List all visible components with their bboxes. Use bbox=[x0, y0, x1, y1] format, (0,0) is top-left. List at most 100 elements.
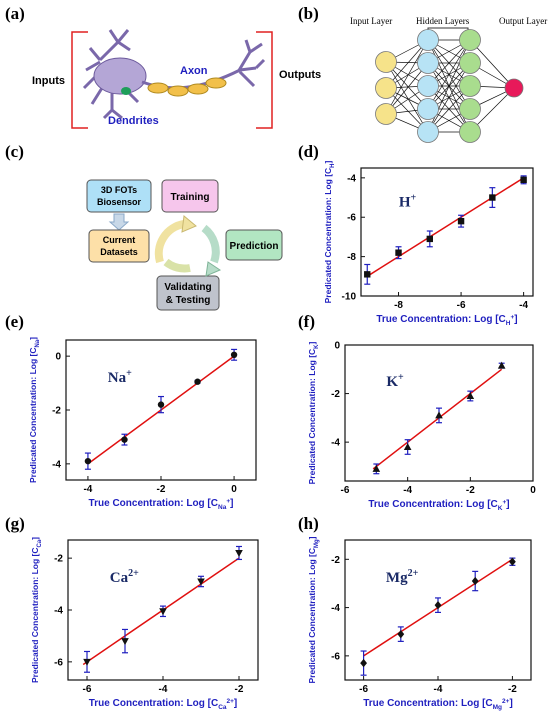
y-tick-label: 0 bbox=[55, 352, 61, 363]
y-axis-label: Predicated Concentration: Log [CMg] bbox=[307, 536, 320, 683]
dendrites-label: Dendrites bbox=[108, 115, 159, 127]
y-tick-label: -4 bbox=[52, 459, 61, 470]
ion-label: Mg2+ bbox=[386, 568, 419, 586]
data-point bbox=[364, 271, 371, 278]
data-point bbox=[159, 608, 167, 616]
prediction-text: Prediction bbox=[230, 241, 279, 252]
x-axis-label-sub: Na bbox=[218, 504, 227, 511]
x-axis-label-sup: + bbox=[226, 498, 230, 505]
x-axis-label-sup: + bbox=[503, 499, 507, 506]
y-axis-label-sub: H bbox=[330, 163, 336, 167]
x-tick-label: -8 bbox=[394, 300, 403, 311]
nn-connection bbox=[385, 61, 429, 133]
nn-connection bbox=[427, 62, 471, 133]
x-tick-label: -4 bbox=[403, 485, 412, 496]
panel-label-d: (d) bbox=[298, 142, 319, 161]
y-tick-label: -8 bbox=[347, 252, 356, 263]
nn-node bbox=[459, 75, 481, 97]
y-tick-label: -6 bbox=[331, 651, 340, 662]
biosensor-text-1: 3D FOTs bbox=[101, 185, 137, 195]
x-axis-label: True Concentration: Log [CCa2+] bbox=[89, 698, 238, 711]
output-layer-label: Output Layer bbox=[499, 16, 547, 26]
y-axis-label-sub: Ca bbox=[37, 539, 43, 547]
validating-box bbox=[156, 275, 220, 311]
nn-node bbox=[459, 98, 481, 120]
data-point bbox=[466, 392, 475, 399]
data-point bbox=[426, 235, 433, 243]
x-tick-label: -6 bbox=[457, 300, 466, 311]
y-tick-label: -2 bbox=[331, 389, 340, 400]
ion-label: K+ bbox=[386, 372, 404, 390]
panel-label-f: (f) bbox=[298, 312, 315, 331]
ion-charge: + bbox=[398, 372, 404, 383]
workflow-diagram: 3D FOTs Biosensor Current Datasets Train… bbox=[86, 179, 283, 311]
data-point bbox=[235, 549, 243, 557]
y-tick-label: -4 bbox=[54, 606, 63, 617]
soma bbox=[82, 29, 147, 120]
ion-charge: 2+ bbox=[128, 568, 139, 579]
biosensor-text-2: Biosensor bbox=[97, 197, 142, 207]
training-text: Training bbox=[171, 192, 210, 203]
data-point bbox=[489, 194, 496, 201]
y-tick-label: -2 bbox=[54, 554, 63, 565]
x-tick-label: -4 bbox=[159, 684, 168, 695]
y-tick-label: -2 bbox=[52, 406, 61, 417]
x-tick-label: -4 bbox=[434, 684, 443, 695]
data-point bbox=[434, 600, 442, 610]
nn-node bbox=[459, 121, 481, 143]
prediction-box bbox=[225, 229, 283, 261]
x-axis-label-sup: + bbox=[511, 314, 515, 321]
ion-charge: + bbox=[411, 192, 417, 203]
x-tick-label: -2 bbox=[508, 684, 517, 695]
x-tick-label: -4 bbox=[519, 300, 528, 311]
y-tick-label: -2 bbox=[331, 555, 340, 566]
axon bbox=[141, 39, 266, 97]
y-axis-label-end: ] bbox=[307, 536, 317, 539]
y-tick-label: 0 bbox=[334, 341, 340, 352]
panel-label-c: (c) bbox=[5, 142, 24, 161]
x-axis-label-end: ] bbox=[514, 314, 517, 325]
x-axis-label: True Concentration: Log [CNa+] bbox=[89, 498, 234, 511]
x-tick-label: -2 bbox=[235, 684, 244, 695]
nn-node bbox=[417, 52, 439, 74]
y-tick-label: -4 bbox=[347, 173, 356, 184]
data-point bbox=[83, 658, 91, 666]
nucleus bbox=[121, 87, 131, 95]
inputs-label: Inputs bbox=[32, 75, 65, 87]
axon-label: Axon bbox=[180, 65, 208, 77]
y-axis-label-end: ] bbox=[307, 341, 317, 344]
data-point bbox=[121, 436, 128, 443]
training-box bbox=[161, 179, 219, 213]
y-axis-label-sub: Na bbox=[35, 339, 41, 347]
x-tick-label: -6 bbox=[341, 485, 350, 496]
x-tick-label: 0 bbox=[530, 485, 536, 496]
data-point bbox=[520, 176, 527, 184]
biosensor-box bbox=[86, 179, 152, 213]
x-axis-label: True Concentration: Log [CMg2+] bbox=[363, 698, 513, 711]
y-axis-label-end: ] bbox=[323, 160, 333, 163]
x-axis-label-sub: K bbox=[498, 505, 503, 512]
x-axis-label-end: ] bbox=[509, 698, 512, 709]
panel-label-b: (b) bbox=[298, 4, 319, 23]
nn-node bbox=[504, 78, 524, 98]
validating-text-2: & Testing bbox=[166, 295, 211, 306]
data-point bbox=[509, 557, 516, 566]
nn-node bbox=[417, 29, 439, 51]
panel-label-h: (h) bbox=[298, 514, 319, 533]
x-tick-label: -6 bbox=[83, 684, 92, 695]
nn-connection bbox=[385, 39, 429, 115]
output-bracket bbox=[256, 31, 273, 129]
cycle-arrow-icon bbox=[154, 220, 185, 264]
y-axis-label-end: ] bbox=[30, 537, 40, 540]
data-point bbox=[372, 464, 381, 472]
ion-label: H+ bbox=[399, 192, 417, 210]
nn-connection bbox=[427, 39, 471, 110]
ion-label: Na+ bbox=[108, 368, 132, 386]
y-axis-label: Predicated Concentration: Log [CK] bbox=[307, 341, 320, 484]
panel-label-e: (e) bbox=[5, 312, 24, 331]
x-tick-label: -2 bbox=[466, 485, 475, 496]
